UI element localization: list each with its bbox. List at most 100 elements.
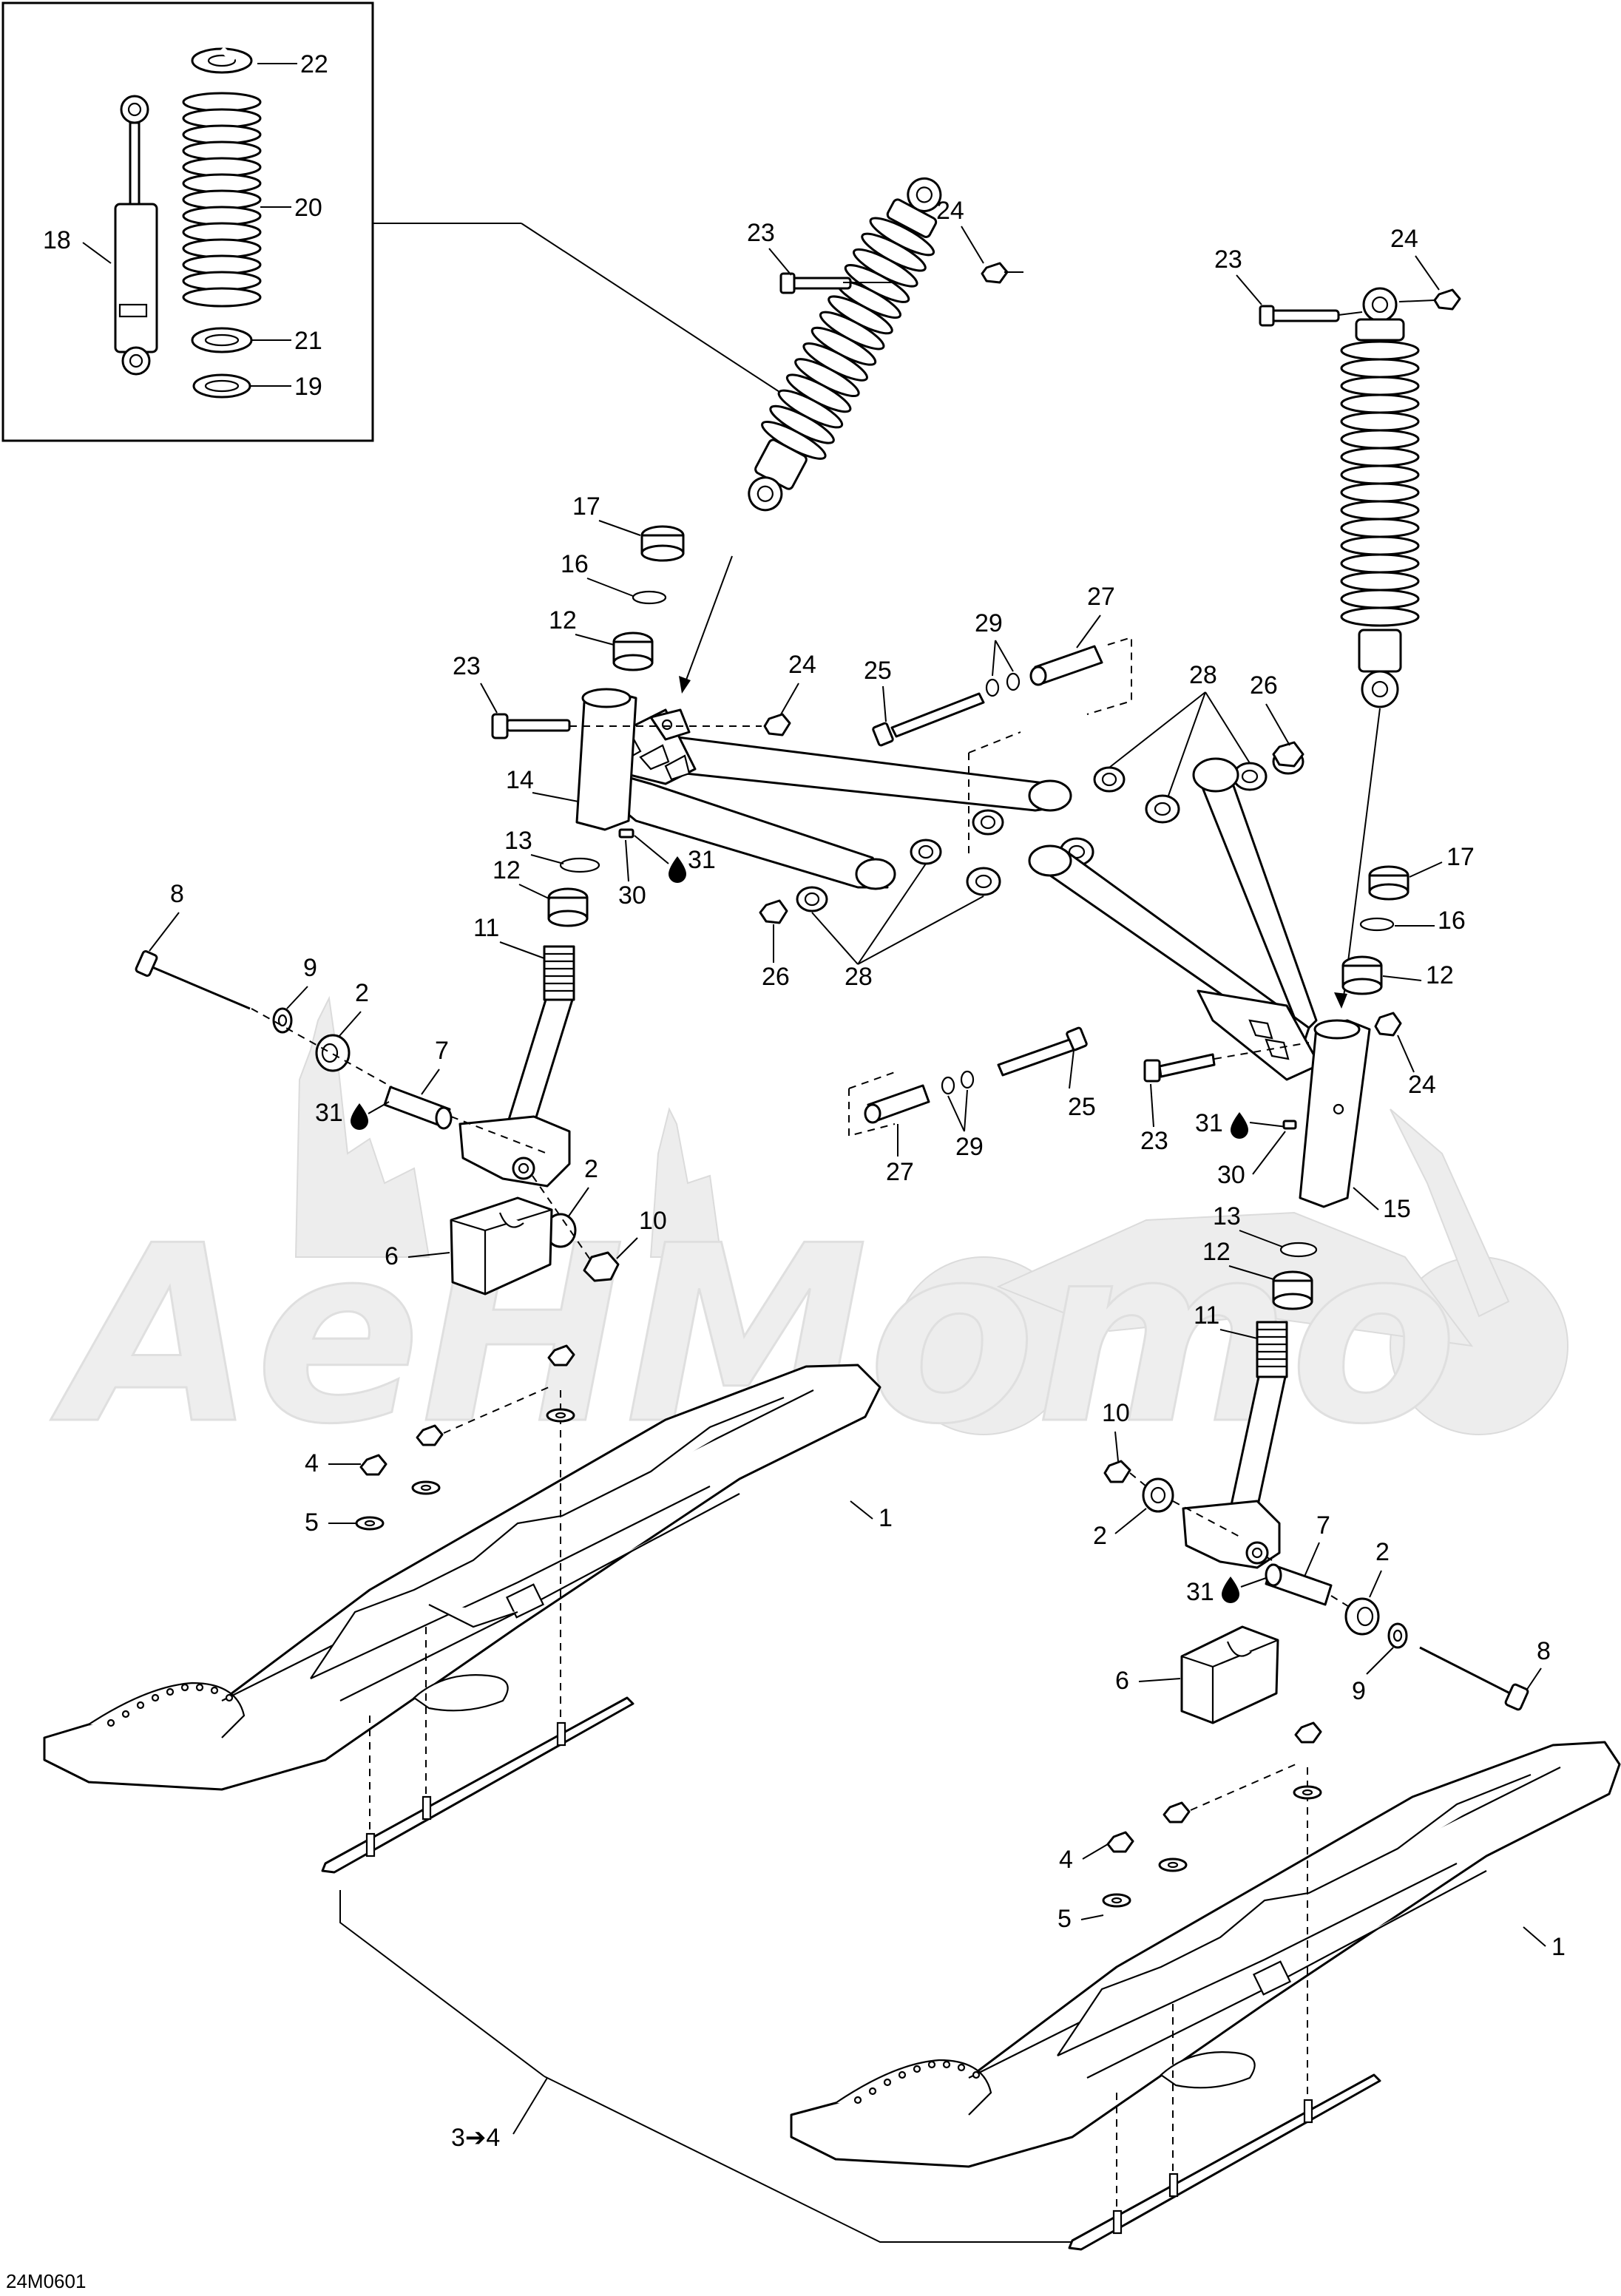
left-ski (43, 1344, 881, 1874)
watermark-text: AeHMomo (47, 1193, 1458, 1477)
left-ski-block (450, 1196, 553, 1296)
callout-23-left-shock: 23 (747, 219, 775, 247)
spring-stop (191, 47, 253, 74)
right-ski-pivot-hardware (1103, 1460, 1529, 1711)
left-spindle-top-parts (612, 525, 685, 671)
callout-31-right-arm: 31 (1195, 1109, 1223, 1137)
grease-drop-icon (1231, 1112, 1248, 1139)
o-ring-left (559, 857, 600, 873)
left-ski-pivot-hardware (135, 950, 620, 1282)
right-a-arm (1028, 757, 1371, 1208)
callout-30-left: 30 (618, 881, 646, 910)
grease-fitting-left (618, 828, 634, 839)
callout-24-right-arm: 24 (1408, 1071, 1436, 1099)
right-shock-assembly (1259, 287, 1461, 708)
right-ski-block (1180, 1625, 1279, 1724)
callout-25-lower: 25 (1068, 1093, 1096, 1121)
callout-2-right-left: 2 (1093, 1522, 1107, 1550)
callout-3-to-4: 3➔4 (451, 2124, 500, 2152)
callout-13-left: 13 (504, 827, 532, 855)
watermark: AeHMomo (47, 995, 1568, 1479)
right-ski (790, 1721, 1621, 2251)
callout-12-left-bottom: 12 (493, 856, 521, 884)
callout-24-left-arm: 24 (788, 651, 816, 679)
callout-11-left: 11 (473, 914, 499, 942)
callout-24-left-shock: 24 (936, 197, 964, 225)
callout-26-left-bottom: 26 (762, 963, 790, 991)
callout-12-right-top: 12 (1426, 961, 1454, 989)
callout-7-right: 7 (1316, 1511, 1330, 1540)
right-spindle (1182, 1321, 1288, 1569)
callout-16-right: 16 (1438, 907, 1466, 935)
callout-20: 20 (294, 194, 322, 222)
callout-2-left-top: 2 (355, 979, 369, 1007)
callout-26-right-top: 26 (1250, 671, 1278, 700)
right-a-arm-shock-bolt (1143, 1042, 1310, 1083)
upper-pivot-bolt-set (872, 636, 1132, 747)
callout-18: 18 (43, 226, 71, 254)
callout-27-upper: 27 (1087, 583, 1115, 611)
left-spindle (458, 945, 575, 1188)
callout-15: 15 (1383, 1195, 1411, 1223)
shock-absorber (114, 95, 158, 376)
callout-7-left: 7 (435, 1037, 449, 1065)
callout-4-left: 4 (305, 1449, 319, 1477)
callout-31-right-pin: 31 (1186, 1578, 1214, 1606)
callout-29-upper: 29 (975, 609, 1003, 637)
callout-8-left: 8 (170, 880, 184, 908)
callout-2-left-bottom: 2 (584, 1155, 598, 1183)
left-shock-assembly (748, 177, 942, 512)
callout-10-right: 10 (1102, 1399, 1130, 1427)
o-ring-right (1279, 1242, 1318, 1258)
callout-13-right: 13 (1213, 1202, 1241, 1230)
callout-19: 19 (294, 373, 322, 401)
right-spindle-top-parts (1341, 865, 1410, 1037)
callout-23-right-shock: 23 (1214, 245, 1242, 274)
left-a-arm-shock-bolt (491, 713, 791, 739)
callout-4-right: 4 (1059, 1846, 1073, 1874)
callout-31-left-pin: 31 (315, 1099, 343, 1127)
callout-8-right: 8 (1537, 1637, 1551, 1665)
callout-1-left: 1 (879, 1504, 893, 1532)
callout-9-left: 9 (303, 954, 317, 982)
callout-28-bottom: 28 (845, 963, 873, 991)
callout-24-right-shock: 24 (1390, 225, 1418, 253)
grease-fitting-right (1282, 1120, 1297, 1130)
callout-2-right-right: 2 (1375, 1538, 1390, 1566)
callout-22: 22 (300, 50, 328, 78)
inset-shock-components: 22 20 18 21 19 (1, 1, 814, 442)
left-a-arm (575, 688, 1072, 890)
grease-drop-icon (351, 1103, 368, 1130)
callout-14: 14 (506, 766, 534, 794)
shock-spring (182, 92, 262, 308)
grease-drop-icon (1222, 1577, 1239, 1603)
callout-12-right-bottom: 12 (1202, 1238, 1231, 1266)
callout-30-right: 30 (1217, 1161, 1245, 1189)
callout-9-right: 9 (1352, 1677, 1366, 1705)
lower-pivot-bolt-set (848, 1026, 1088, 1137)
grease-drop-icon (669, 856, 686, 883)
callout-6-right: 6 (1115, 1667, 1129, 1695)
callout-10-left: 10 (639, 1207, 667, 1235)
callout-5-right: 5 (1057, 1905, 1072, 1933)
callout-31-left-arm: 31 (688, 846, 716, 874)
left-a-arm-bushings (759, 731, 1304, 924)
callout-25-upper: 25 (864, 657, 892, 685)
callout-29-lower: 29 (955, 1133, 984, 1161)
callout-5-left: 5 (305, 1508, 319, 1537)
callout-21: 21 (294, 327, 322, 355)
callout-28-top: 28 (1189, 661, 1217, 689)
callout-16-left: 16 (561, 550, 589, 578)
callout-17-right: 17 (1446, 843, 1475, 871)
callout-27-lower: 27 (886, 1158, 914, 1186)
runner-bracket (339, 1890, 1072, 2243)
drawing-code: 24M0601 (6, 2270, 86, 2292)
callout-12-left-top: 12 (549, 606, 577, 634)
callout-11-right: 11 (1194, 1301, 1219, 1330)
callout-23-left-arm: 23 (453, 652, 481, 680)
callout-6-left: 6 (385, 1242, 399, 1270)
callout-23-right-arm: 23 (1140, 1127, 1168, 1155)
callout-1-right: 1 (1551, 1933, 1566, 1961)
callout-17-left: 17 (572, 492, 600, 521)
